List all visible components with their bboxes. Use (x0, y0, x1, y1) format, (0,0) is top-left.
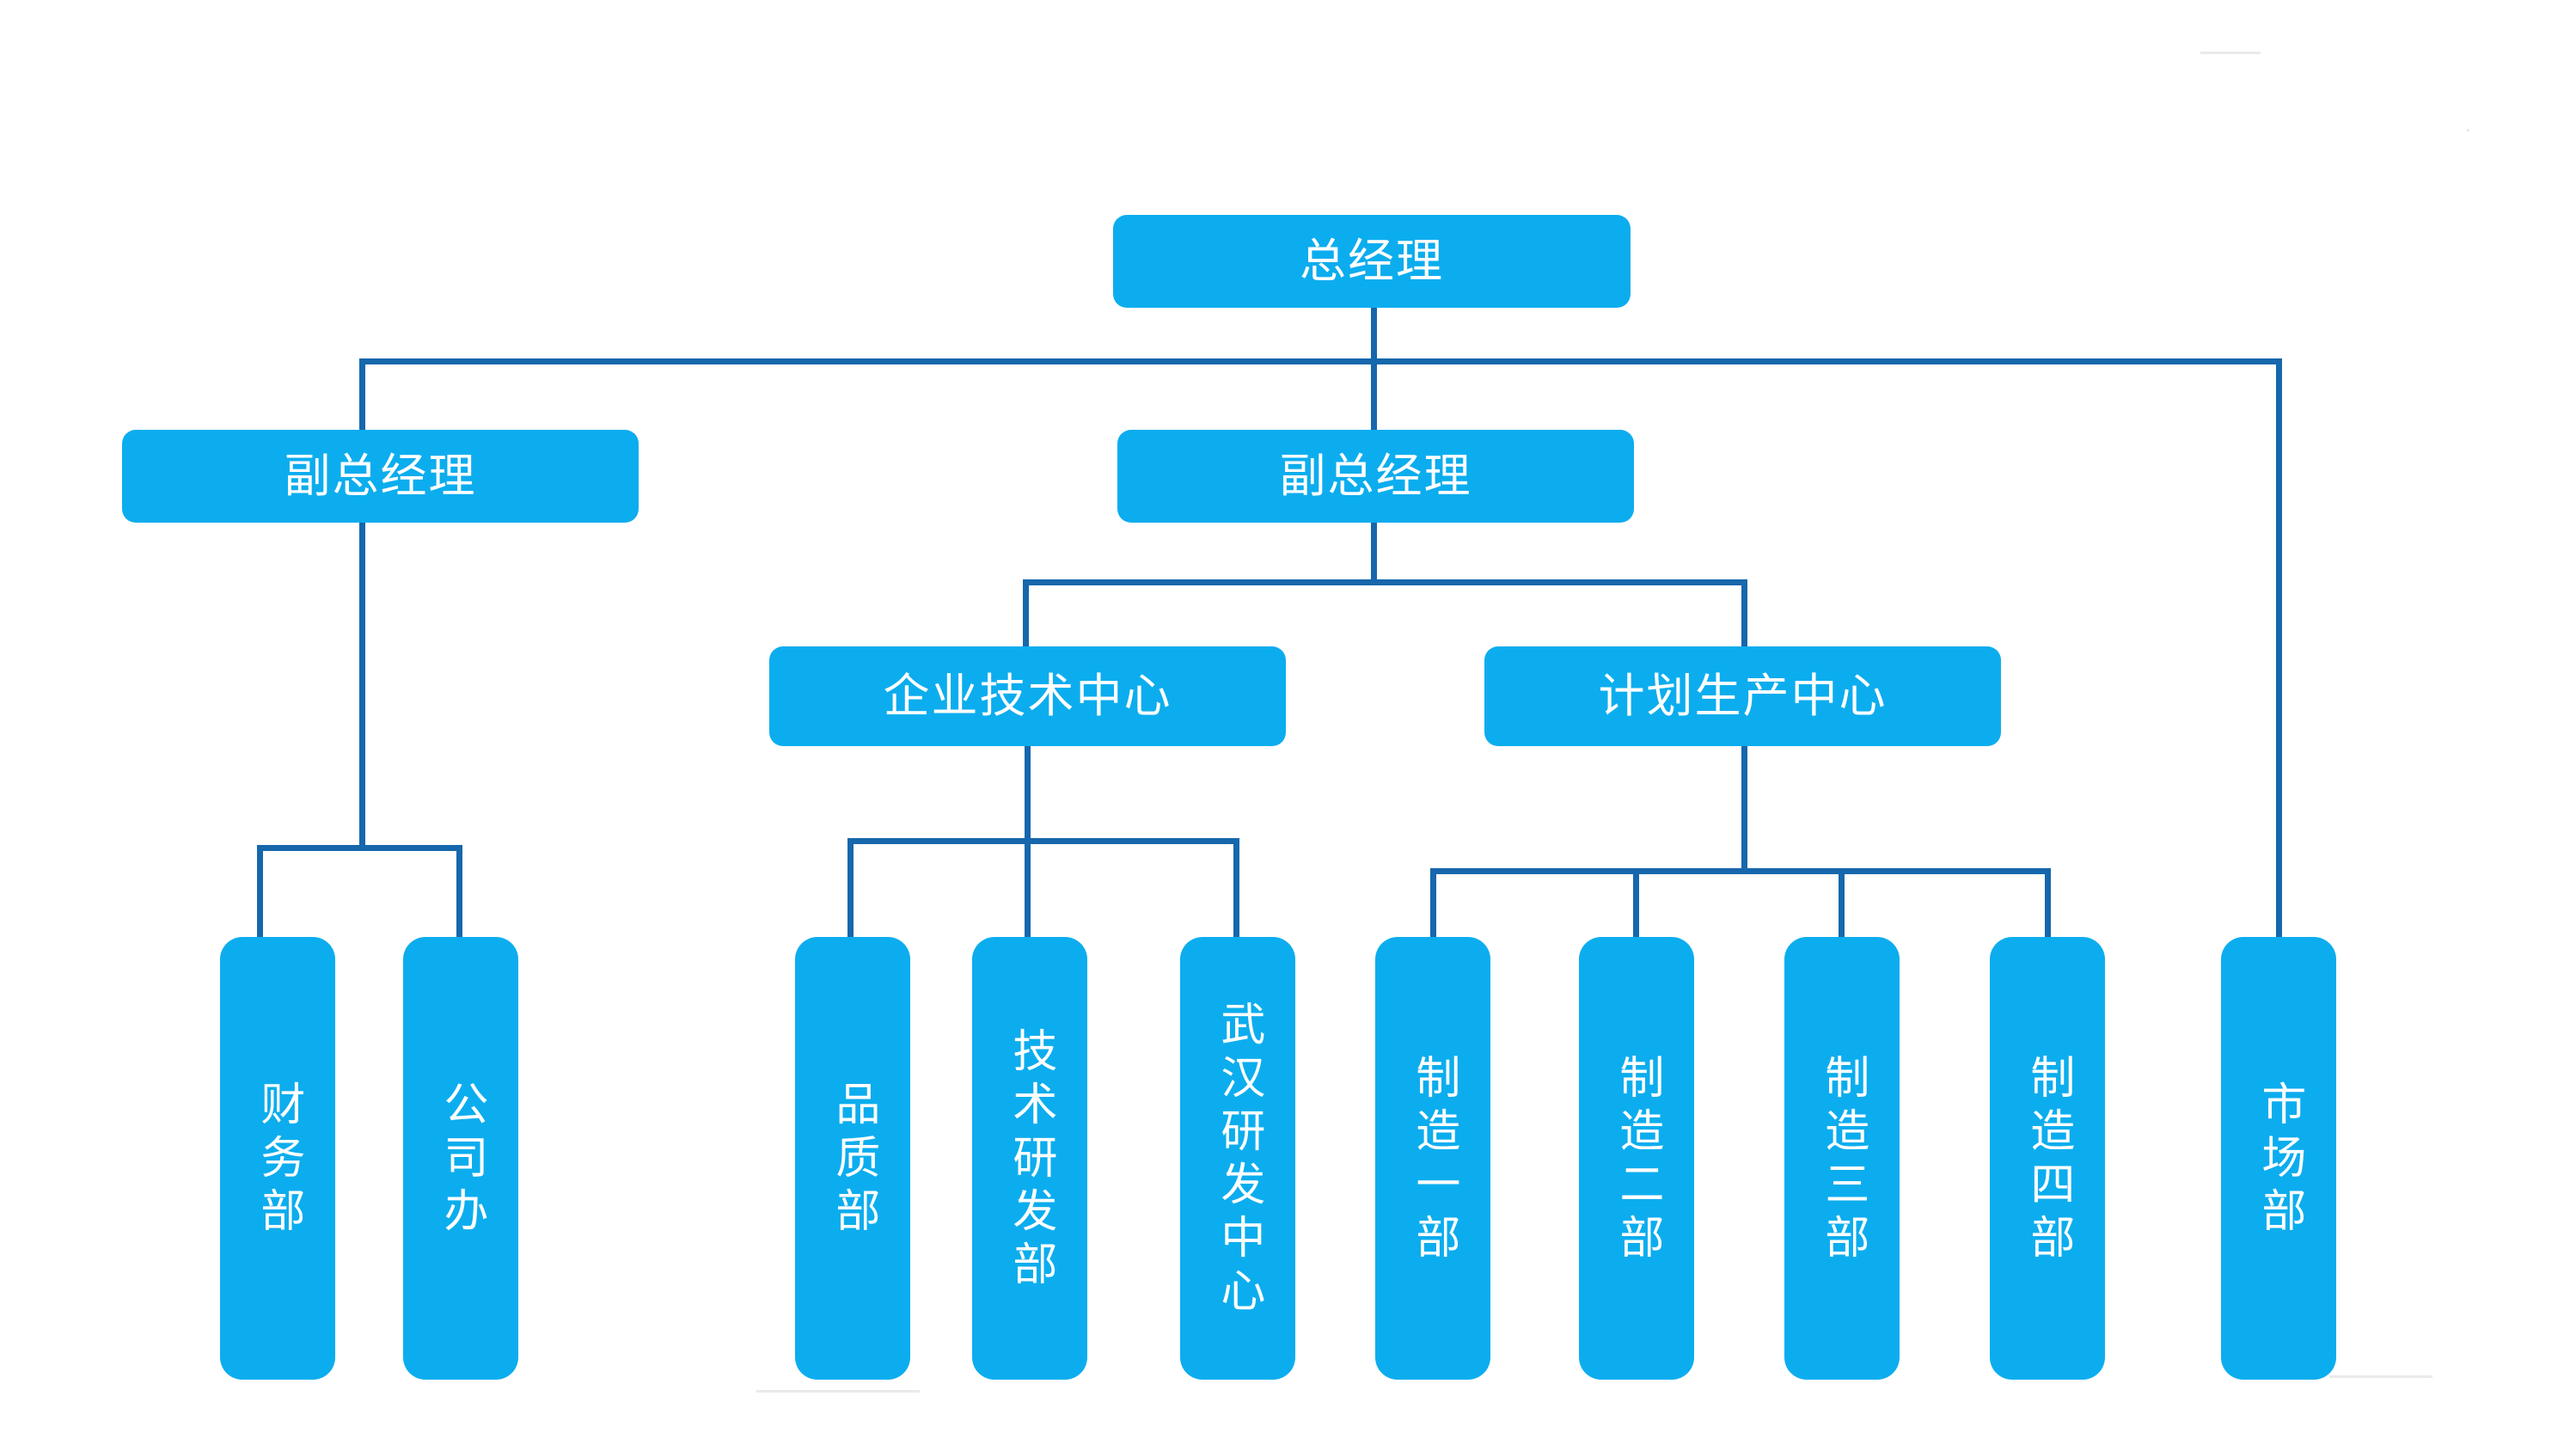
scan-artifact (756, 1390, 920, 1393)
node-label: 武汉研发中心 (1213, 1000, 1264, 1320)
node-manufacturing-3[interactable]: 制造三部 (1784, 937, 1900, 1380)
connector-to-production-center (1741, 579, 1747, 646)
connector-to-marketing (2276, 358, 2282, 939)
node-quality-dept[interactable]: 品质部 (795, 937, 910, 1380)
node-finance-dept[interactable]: 财务部 (220, 937, 335, 1380)
node-label: 副总经理 (1279, 450, 1472, 502)
node-manufacturing-4[interactable]: 制造四部 (1990, 937, 2105, 1380)
node-tech-rd-dept[interactable]: 技术研发部 (972, 937, 1087, 1380)
node-label: 副总经理 (284, 450, 477, 502)
node-label: 市场部 (2254, 1080, 2304, 1240)
connector-gm-stem (1371, 307, 1377, 364)
connector-to-wuhan-rd (1233, 838, 1239, 940)
node-wuhan-rd-center[interactable]: 武汉研发中心 (1180, 937, 1295, 1380)
connector-to-manufacturing-3 (1839, 868, 1845, 940)
node-tech-center[interactable]: 企业技术中心 (769, 646, 1286, 746)
scan-artifact (2200, 52, 2261, 54)
node-label: 技术研发部 (1005, 1026, 1055, 1294)
connector-to-company-office (456, 845, 462, 940)
connector-level1-bus (359, 358, 2282, 364)
node-label: 企业技术中心 (883, 670, 1172, 722)
node-label: 公司办 (436, 1080, 486, 1240)
node-label: 品质部 (828, 1080, 878, 1240)
connector-to-quality (847, 838, 854, 940)
node-deputy-gm-center[interactable]: 副总经理 (1117, 430, 1634, 523)
node-deputy-gm-left[interactable]: 副总经理 (122, 430, 639, 523)
scan-artifact (2467, 129, 2469, 132)
node-label: 制造一部 (1408, 1053, 1459, 1267)
node-manufacturing-2[interactable]: 制造二部 (1579, 937, 1694, 1380)
node-label: 制造二部 (1612, 1053, 1662, 1267)
node-company-office[interactable]: 公司办 (403, 937, 518, 1380)
node-production-center[interactable]: 计划生产中心 (1484, 646, 2001, 746)
connector-production-center-stem (1741, 746, 1747, 872)
connector-to-manufacturing-4 (2045, 868, 2051, 940)
connector-to-manufacturing-2 (1633, 868, 1639, 940)
connector-deputy-left-stem (359, 523, 365, 848)
connector-deputy-center-bus (1023, 579, 1747, 585)
connector-tech-center-bus (847, 838, 1239, 844)
connector-production-center-bus (1430, 868, 2051, 874)
node-label: 制造四部 (2022, 1053, 2073, 1267)
node-general-manager[interactable]: 总经理 (1113, 215, 1631, 308)
connector-tech-center-stem (1025, 746, 1031, 846)
connector-to-tech-rd (1025, 838, 1031, 940)
connector-to-finance (257, 845, 263, 940)
node-label: 制造三部 (1817, 1053, 1868, 1267)
node-marketing-dept[interactable]: 市场部 (2221, 937, 2336, 1380)
node-label: 财务部 (253, 1080, 303, 1240)
node-label: 计划生产中心 (1598, 670, 1888, 722)
connector-to-manufacturing-1 (1430, 868, 1436, 940)
connector-to-tech-center (1023, 579, 1029, 646)
connector-deputy-center-stem (1371, 523, 1377, 585)
node-label: 总经理 (1300, 235, 1444, 287)
node-manufacturing-1[interactable]: 制造一部 (1375, 937, 1490, 1380)
connector-to-deputy-left (359, 358, 365, 434)
scan-artifact (2329, 1375, 2432, 1378)
connector-deputy-left-bus (257, 845, 462, 851)
connector-to-deputy-center (1371, 358, 1377, 434)
